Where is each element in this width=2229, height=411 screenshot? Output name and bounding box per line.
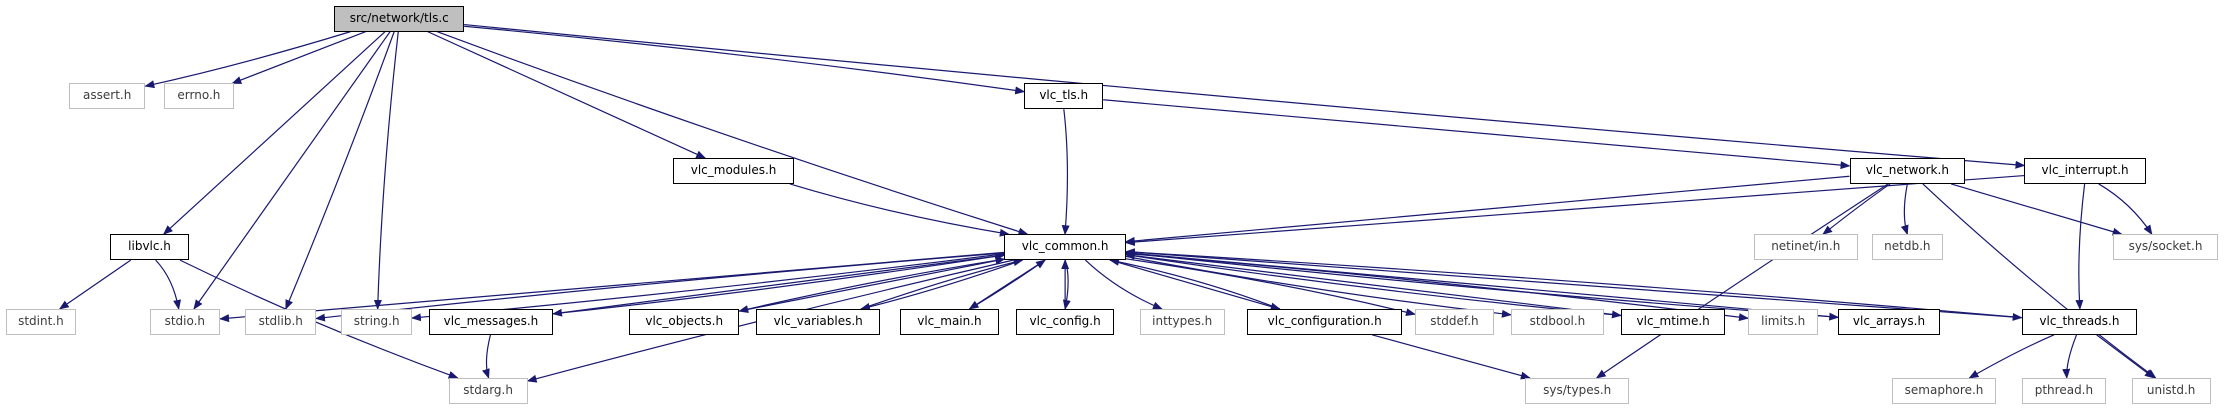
edge-vlc_configuration_h-to-vlc_common_h — [1109, 257, 1280, 310]
node-inttypes-h: inttypes.h — [1139, 308, 1225, 335]
node-string-h: string.h — [341, 308, 412, 335]
edge-vlc_common_h-to-vlc_mtime_h — [1125, 254, 1622, 319]
node-vlc-objects-h[interactable]: vlc_objects.h — [629, 308, 740, 335]
edge-vlc_messages_h-to-vlc_common_h — [552, 252, 1006, 315]
node-pthread-h: pthread.h — [2021, 377, 2107, 404]
edge-vlc_modules_h-to-vlc_common_h — [789, 183, 1010, 237]
edge-vlc_network_h-to-sys_socket_h — [1951, 183, 2123, 236]
edge-vlc_common_h-to-stdbool_h — [1125, 255, 1512, 318]
node-vlc-modules-h[interactable]: vlc_modules.h — [672, 158, 795, 184]
edge-vlc_network_h-to-netinet_in_h — [1822, 183, 1891, 235]
node-semaphore-h: semaphore.h — [1891, 377, 1997, 404]
node-errno-h: errno.h — [163, 83, 235, 110]
node-stddef-h: stddef.h — [1414, 308, 1494, 335]
edge-vlc_main_h-to-vlc_common_h — [969, 259, 1046, 310]
node-vlc-network-h[interactable]: vlc_network.h — [1849, 158, 1966, 184]
edge-tls_c-to-assert_h — [144, 31, 351, 89]
edge-tls_c-to-vlc_interrupt_h — [464, 23, 2026, 169]
node-vlc-tls-h[interactable]: vlc_tls.h — [1024, 83, 1104, 110]
edge-vlc_common_h-to-vlc_variables_h — [859, 259, 1023, 311]
node-vlc-main-h[interactable]: vlc_main.h — [900, 308, 999, 335]
node-sys-socket-h: sys/socket.h — [2113, 234, 2218, 261]
node-vlc-arrays-h[interactable]: vlc_arrays.h — [1838, 308, 1940, 335]
edge-vlc_common_h-to-stdlib_h — [315, 252, 1005, 322]
node-vlc-threads-h[interactable]: vlc_threads.h — [2021, 308, 2138, 335]
edge-vlc_messages_h-to-stdarg_h — [482, 334, 491, 379]
edge-vlc_variables_h-to-vlc_common_h — [860, 258, 1024, 310]
edge-vlc_common_h-to-vlc_objects_h — [738, 258, 1005, 313]
node-stdarg-h: stdarg.h — [448, 377, 528, 404]
edge-vlc_threads_h-to-semaphore_h — [1968, 334, 2055, 379]
edge-vlc_threads_h-to-vlc_common_h — [1124, 248, 2022, 319]
edge-vlc_common_h-to-vlc_configuration_h — [1109, 259, 1281, 311]
node-netdb-h: netdb.h — [1872, 234, 1943, 261]
edge-vlc_mtime_h-to-vlc_common_h — [1124, 252, 1622, 317]
node-unistd-h: unistd.h — [2131, 377, 2211, 404]
edge-vlc_common_h-to-vlc_arrays_h — [1125, 252, 1840, 321]
node-assert-h: assert.h — [69, 83, 146, 110]
node-limits-h: limits.h — [1747, 308, 1819, 335]
edge-vlc_interrupt_h-to-vlc_common_h — [1124, 174, 2025, 246]
edge-tls_c-to-errno_h — [231, 31, 367, 84]
edge-tls_c-to-stdlib_h — [285, 31, 395, 310]
edge-vlc_tls_h-to-vlc_common_h — [1061, 109, 1070, 236]
node-stdint-h: stdint.h — [5, 308, 77, 335]
edge-vlc_network_h-to-vlc_common_h — [1124, 175, 1850, 245]
edge-vlc_common_h-to-vlc_messages_h — [552, 254, 1005, 317]
edge-vlc_arrays_h-to-vlc_common_h — [1124, 249, 1839, 318]
node-tls-c[interactable]: src/network/tls.c — [334, 5, 465, 32]
edge-vlc_common_h-to-vlc_threads_h — [1125, 251, 2023, 321]
node-vlc-common-h[interactable]: vlc_common.h — [1004, 234, 1126, 261]
edge-tls_c-to-vlc_tls_h — [464, 25, 1026, 95]
node-vlc-variables-h[interactable]: vlc_variables.h — [756, 308, 881, 335]
edge-vlc_network_h-to-sys_types_h — [1595, 183, 1889, 379]
edge-vlc_threads_h-to-unistd_h — [2096, 334, 2155, 379]
edge-vlc_configuration_h-to-sys_types_h — [1371, 334, 1531, 380]
node-libvlc-h[interactable]: libvlc.h — [110, 234, 190, 261]
edge-vlc_threads_h-to-pthread_h — [2062, 334, 2078, 379]
edge-vlc_common_h-to-inttypes_h — [1084, 259, 1163, 310]
edge-libvlc_h-to-stdint_h — [58, 259, 132, 310]
node-stdlib-h: stdlib.h — [245, 308, 316, 335]
edge-libvlc_h-to-stdio_h — [155, 259, 182, 310]
edge-tls_c-to-string_h — [373, 31, 399, 310]
node-vlc-mtime-h[interactable]: vlc_mtime.h — [1620, 308, 1726, 335]
edge-vlc_common_h-to-stddef_h — [1125, 258, 1416, 317]
edge-vlc_interrupt_h-to-vlc_threads_h — [2075, 183, 2086, 310]
edge-vlc_interrupt_h-to-sys_socket_h — [2098, 183, 2153, 236]
node-sys-types-h: sys/types.h — [1525, 377, 1630, 404]
edge-tls_c-to-vlc_common_h — [436, 31, 1029, 236]
edge-tls_c-to-stdio_h — [193, 31, 391, 310]
node-vlc-config-h[interactable]: vlc_config.h — [1015, 308, 1115, 335]
edge-vlc_objects_h-to-vlc_common_h — [739, 256, 1006, 312]
node-vlc-interrupt-h[interactable]: vlc_interrupt.h — [2024, 158, 2146, 184]
edge-vlc_network_h-to-unistd_h — [1922, 183, 2157, 379]
node-vlc-configuration-h[interactable]: vlc_configuration.h — [1247, 308, 1403, 335]
edge-tls_c-to-vlc_modules_h — [427, 31, 707, 159]
edge-vlc_network_h-to-netdb_h — [1900, 183, 1909, 236]
node-stdio-h: stdio.h — [149, 308, 221, 335]
edge-vlc_tls_h-to-vlc_network_h — [1103, 99, 1851, 170]
node-stdbool-h: stdbool.h — [1510, 308, 1605, 335]
edge-tls_c-to-libvlc_h — [162, 31, 386, 235]
node-netinet-in-h: netinet/in.h — [1753, 234, 1858, 261]
node-vlc-messages-h[interactable]: vlc_messages.h — [428, 308, 553, 335]
